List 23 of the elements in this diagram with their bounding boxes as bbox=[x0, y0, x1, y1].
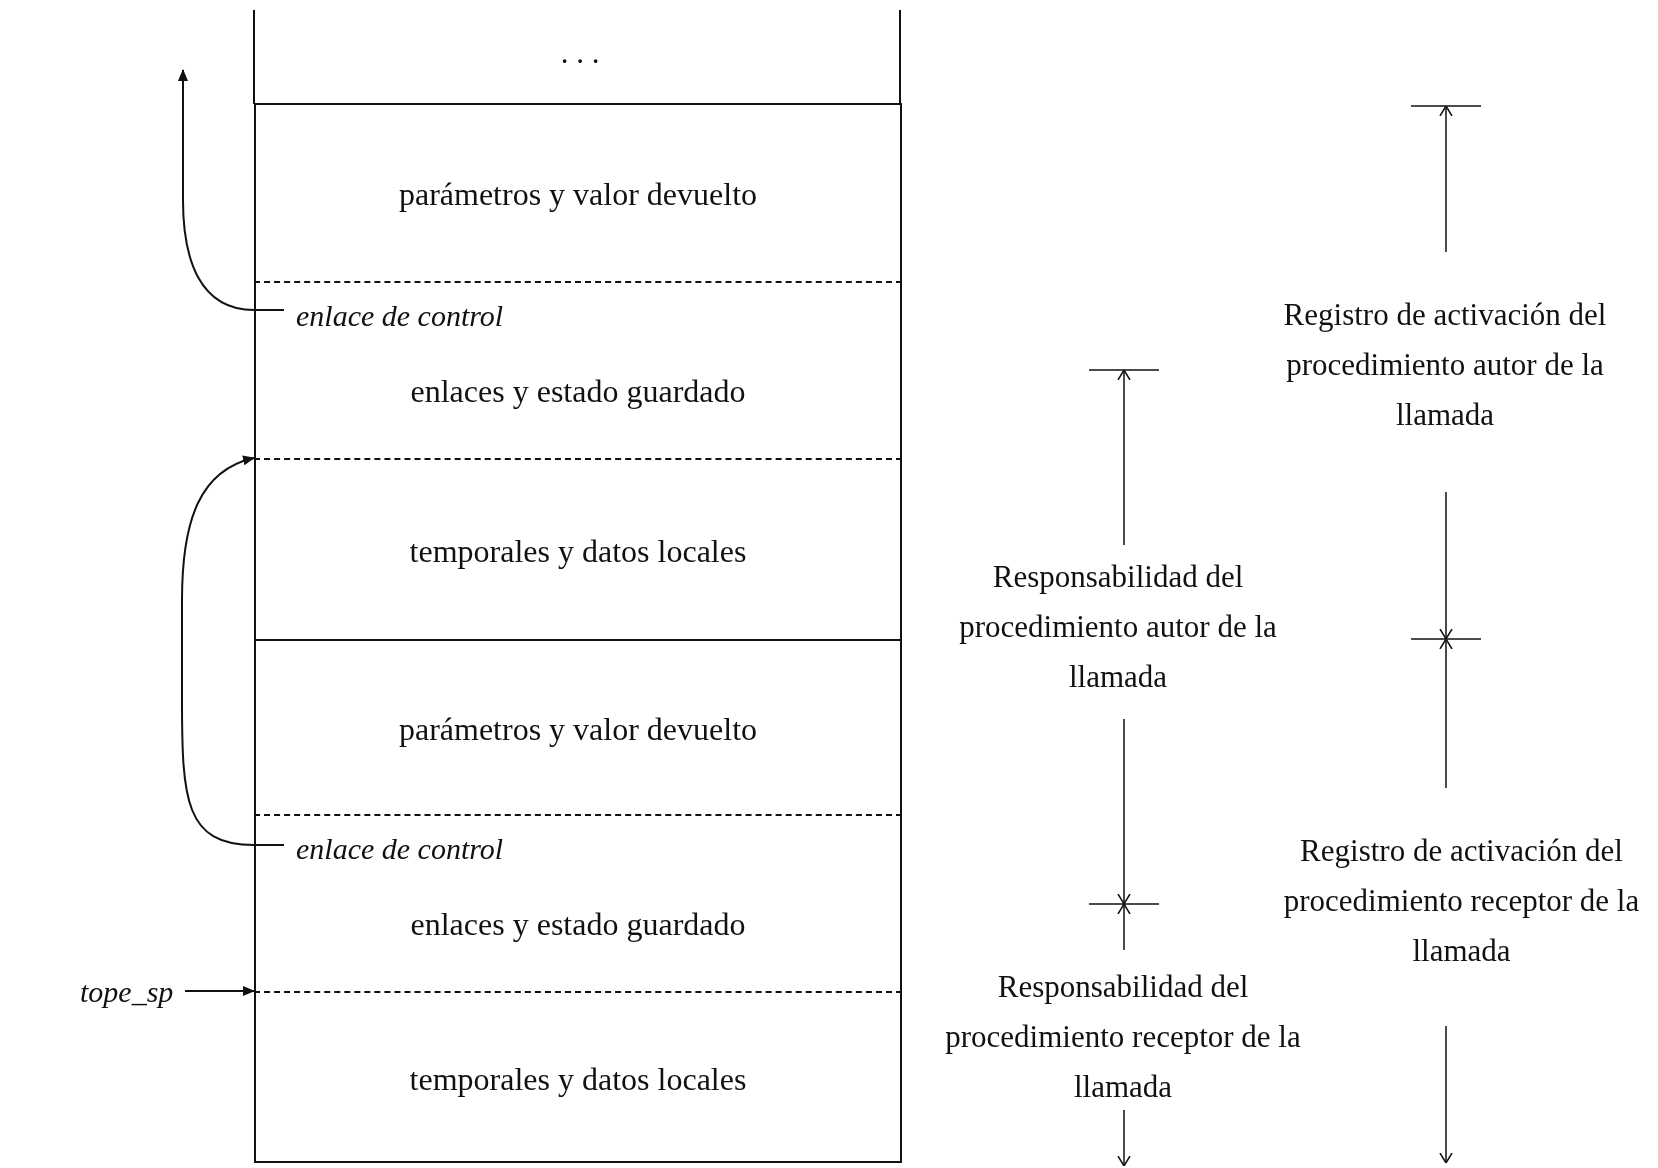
field-label: enlace de control bbox=[296, 832, 504, 866]
section-label: parámetros y valor devuelto bbox=[397, 710, 759, 747]
dimension-label: Registro de activación del procedimiento receptor de la llamada bbox=[1282, 832, 1641, 970]
stack-frame-section bbox=[254, 103, 902, 281]
pointer-arrow bbox=[181, 456, 285, 846]
stack-frame-section bbox=[254, 281, 902, 458]
dimension-label: Registro de activación del procedimiento autor de la llamada bbox=[1282, 296, 1608, 434]
dimension-label: Responsabilidad del procedimiento autor de la llamada bbox=[958, 558, 1278, 696]
ellipsis-label: . . . bbox=[559, 34, 601, 72]
stack-frame-section bbox=[254, 814, 902, 991]
section-label: enlaces y estado guardado bbox=[409, 373, 747, 409]
stack-frame-section bbox=[254, 639, 902, 814]
pointer-arrow bbox=[184, 986, 255, 996]
section-label: parámetros y valor devuelto bbox=[397, 176, 759, 212]
field-label: enlace de control bbox=[296, 299, 504, 333]
pointer-label: tope_sp bbox=[80, 972, 174, 1012]
dimension-label: Responsabilidad del procedimiento receptor de la llamada bbox=[944, 968, 1302, 1106]
stack-frame-section bbox=[254, 458, 902, 639]
pointer-arrow bbox=[178, 69, 285, 311]
stack-frame-section bbox=[254, 991, 902, 1163]
section-label: temporales y datos locales bbox=[408, 532, 748, 569]
section-label: enlaces y estado guardado bbox=[409, 906, 747, 942]
section-label: temporales y datos locales bbox=[408, 1061, 748, 1097]
